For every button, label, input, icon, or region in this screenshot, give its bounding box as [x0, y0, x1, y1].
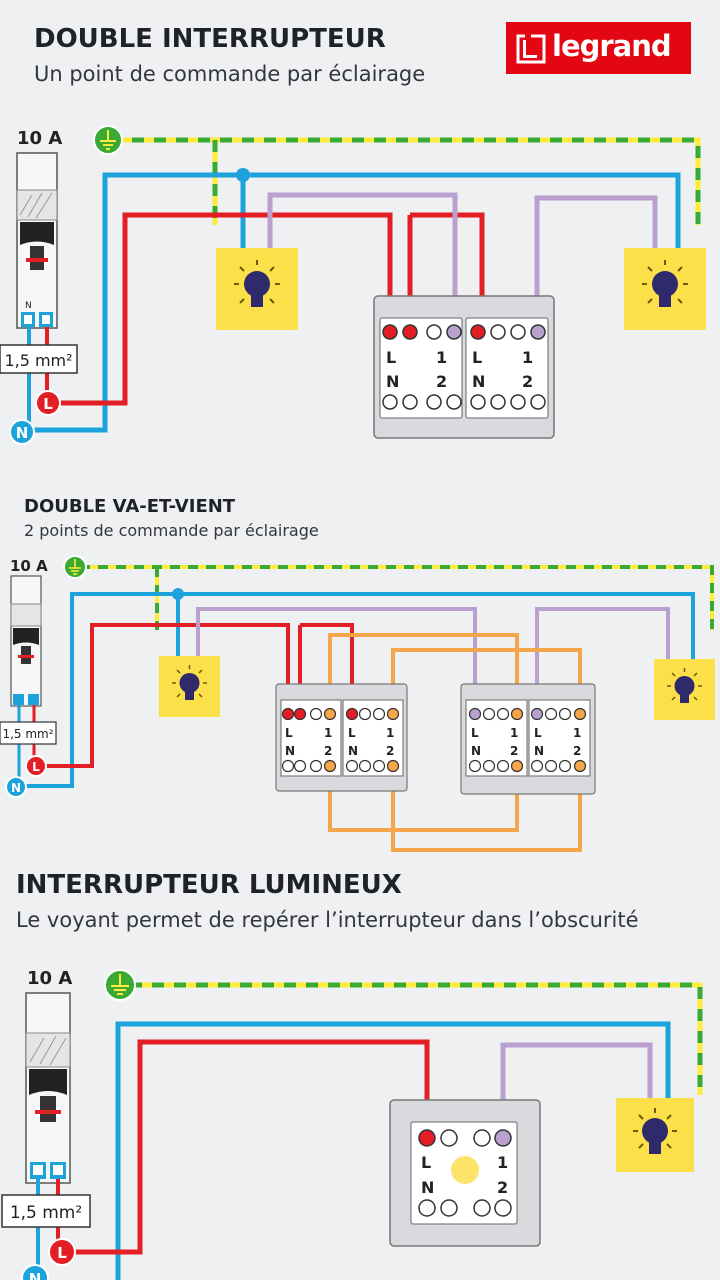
svg-text:1,5 mm²: 1,5 mm²	[4, 351, 72, 370]
terminal-label-L: L	[471, 726, 479, 740]
neutral-junction	[172, 588, 184, 600]
svg-text:1,5 mm²: 1,5 mm²	[2, 727, 53, 741]
earth-wire	[110, 137, 701, 225]
circuit-breaker: 10 A	[25, 968, 72, 1184]
neutral-wire	[115, 1021, 671, 1280]
terminal-label-L: L	[534, 726, 542, 740]
earth-ground-icon	[93, 125, 123, 155]
terminal-label-L: L	[421, 1153, 431, 1172]
svg-text:L: L	[32, 760, 40, 774]
wire-section-label: 1,5 mm²	[0, 721, 57, 745]
neutral-junction	[236, 168, 250, 182]
terminal-label-2: 2	[573, 744, 581, 758]
legrand-wordmark: legrand	[552, 29, 672, 63]
terminal-label-1: 1	[324, 726, 332, 740]
terminal-label-1: 1	[522, 348, 533, 367]
terminal-label-1: 1	[386, 726, 394, 740]
phase-tag: L	[48, 1238, 76, 1266]
terminal-label-N: N	[534, 744, 544, 758]
terminal-label-N: N	[348, 744, 358, 758]
light-bulb-icon	[624, 248, 706, 330]
terminal-label-2: 2	[386, 744, 394, 758]
breaker-rating: 10 A	[17, 128, 62, 149]
circuit-breaker: 10 A	[10, 557, 48, 707]
wire-section-label: 1,5 mm²	[1, 1194, 91, 1228]
phase-tag: L	[35, 390, 61, 416]
terminal-label-1: 1	[510, 726, 518, 740]
earth-wire	[80, 565, 714, 630]
illuminated-switch-plate: L 1 N 2	[389, 1099, 541, 1247]
return-wire-lamp-left	[267, 192, 458, 332]
diagram-double-va-et-vient: 10 A 1,5 mm² L N	[0, 555, 715, 852]
indicator-light	[451, 1156, 479, 1184]
neutral-tag: N	[5, 776, 27, 798]
breaker-n-mark: N	[25, 301, 32, 311]
svg-text:N: N	[11, 781, 21, 795]
terminal-label-1: 1	[573, 726, 581, 740]
legrand-logo: legrand	[506, 22, 691, 74]
return-wire-lamp-right	[535, 607, 670, 714]
circuit-breaker: 10 A N	[16, 128, 62, 329]
neutral-tag: N	[9, 419, 35, 445]
terminal-label-L: L	[348, 726, 356, 740]
traveller-wires	[328, 633, 582, 852]
section-title-double-interrupteur: DOUBLE INTERRUPTEUR	[34, 24, 386, 54]
svg-text:L: L	[43, 395, 53, 413]
terminal-label-N: N	[386, 372, 399, 391]
light-bulb-icon	[216, 248, 298, 330]
terminal-label-2: 2	[436, 372, 447, 391]
svg-text:N: N	[29, 1270, 42, 1280]
phase-tag: L	[25, 755, 47, 777]
terminal-label-N: N	[472, 372, 485, 391]
svg-text:L: L	[57, 1244, 67, 1262]
return-wire-lamp	[500, 1042, 653, 1138]
earth-ground-icon	[104, 969, 136, 1001]
wire-section-label: 1,5 mm²	[0, 344, 78, 374]
diagram-double-interrupteur: 10 A N 1,5 mm² L N	[0, 125, 706, 445]
neutral-tag: N	[21, 1264, 49, 1280]
terminal-label-1: 1	[436, 348, 447, 367]
section-title-interrupteur-lumineux: INTERRUPTEUR LUMINEUX	[16, 870, 402, 900]
terminal-label-N: N	[285, 744, 295, 758]
svg-text:N: N	[16, 424, 29, 442]
section-subtitle-double-va-et-vient: 2 points de commande par éclairage	[24, 521, 319, 540]
light-bulb-icon	[616, 1098, 694, 1172]
terminal-label-2: 2	[324, 744, 332, 758]
terminal-label-N: N	[421, 1178, 434, 1197]
section-title-double-va-et-vient: DOUBLE VA-ET-VIENT	[24, 496, 236, 517]
terminal-label-L: L	[472, 348, 482, 367]
terminal-label-L: L	[386, 348, 396, 367]
terminal-label-N: N	[471, 744, 481, 758]
legrand-mark-icon	[516, 34, 546, 64]
breaker-rating: 10 A	[10, 557, 48, 575]
neutral-wire	[22, 172, 681, 433]
terminal-label-1: 1	[497, 1153, 508, 1172]
earth-ground-icon	[63, 555, 87, 579]
terminal-label-L: L	[285, 726, 293, 740]
light-bulb-icon	[654, 659, 715, 720]
double-switch-plate: L 1 N 2 L 1 N 2	[373, 295, 555, 439]
earth-wire	[130, 982, 703, 1095]
terminal-label-2: 2	[510, 744, 518, 758]
double-two-way-switch-right: L 1 N 2 L 1 N 2	[460, 683, 596, 795]
breaker-rating: 10 A	[27, 968, 72, 989]
terminal-label-2: 2	[522, 372, 533, 391]
double-two-way-switch-left: L 1 N 2 L 1 N 2	[275, 683, 408, 792]
phase-wire	[62, 1039, 430, 1255]
section-subtitle-double-interrupteur: Un point de commande par éclairage	[34, 62, 426, 86]
section-subtitle-interrupteur-lumineux: Le voyant permet de repérer l’interrupte…	[16, 908, 639, 932]
terminal-label-2: 2	[497, 1178, 508, 1197]
light-bulb-icon	[159, 656, 220, 717]
return-wire-lamp-right	[534, 195, 658, 332]
svg-text:1,5 mm²: 1,5 mm²	[10, 1203, 82, 1223]
return-wire-lamp-left	[196, 607, 477, 714]
